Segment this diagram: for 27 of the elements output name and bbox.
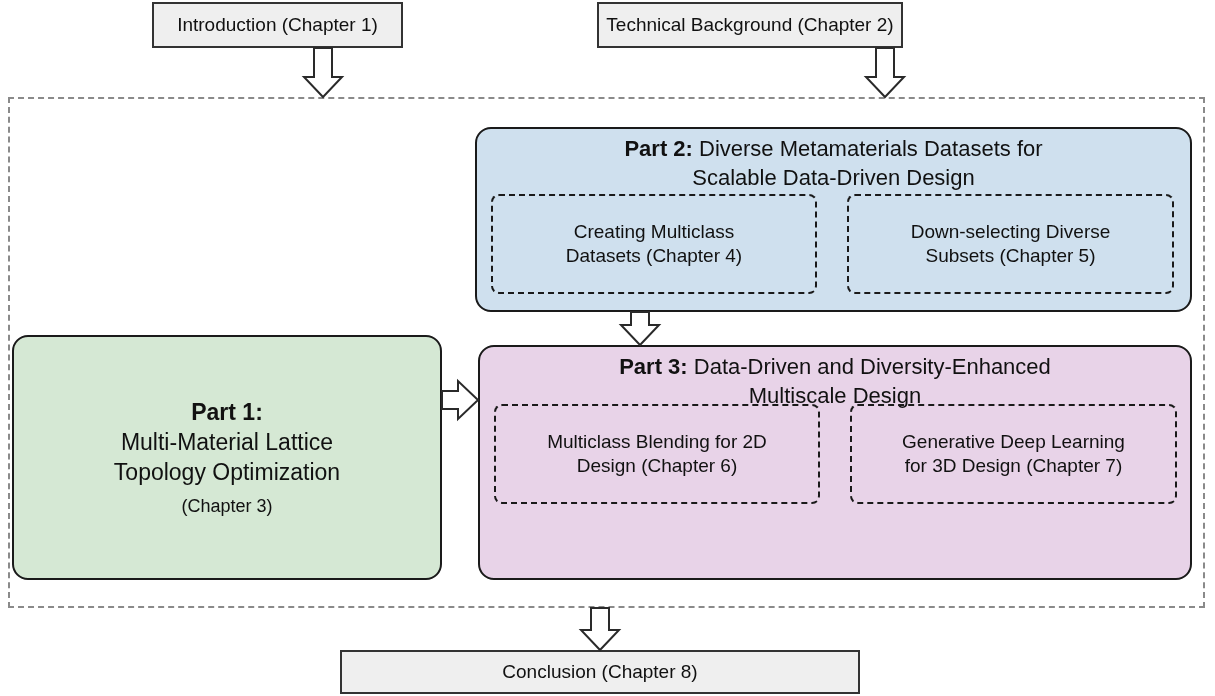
part-heading: (Chapter 3): [181, 495, 273, 517]
block-arrow: [863, 47, 907, 99]
part-panel: [478, 345, 1192, 580]
chapter-box: [340, 650, 860, 694]
chapter-box: [597, 2, 903, 48]
chapter-label: Conclusion (Chapter 8): [502, 660, 698, 684]
block-arrow: [301, 47, 345, 99]
part-panel: [475, 127, 1192, 312]
dashed-chapter-box: [847, 194, 1174, 294]
dashed-container: [8, 97, 1205, 608]
dashed-chapter-box: [491, 194, 817, 294]
chapter-label: Multiclass Blending for 2D Design (Chapter 6): [546, 430, 768, 478]
chapter-label: Introduction (Chapter 1): [177, 13, 378, 37]
block-arrow: [618, 311, 662, 347]
chapter-label: Technical Background (Chapter 2): [606, 13, 894, 37]
chapter-box: [152, 2, 403, 48]
chapter-label: Generative Deep Learning for 3D Design (Chapter 7): [901, 430, 1126, 478]
chapter-label: Down-selecting Diverse Subsets (Chapter 5): [909, 220, 1112, 268]
block-arrow: [441, 378, 480, 422]
part-heading: Multi-Material Lattice Topology Optimization: [112, 428, 342, 487]
part-heading: Part 2: Diverse Metamaterials Datasets for Scalable Data-Driven Design: [623, 135, 1044, 192]
part-heading: Part 3: Data-Driven and Diversity-Enhanced Multiscale Design: [618, 353, 1052, 410]
chapter-label: Creating Multiclass Datasets (Chapter 4): [564, 220, 744, 268]
part-heading: Part 1:: [191, 398, 263, 428]
block-arrow: [578, 607, 622, 652]
dashed-chapter-box: [494, 404, 820, 504]
part-panel: [12, 335, 442, 580]
